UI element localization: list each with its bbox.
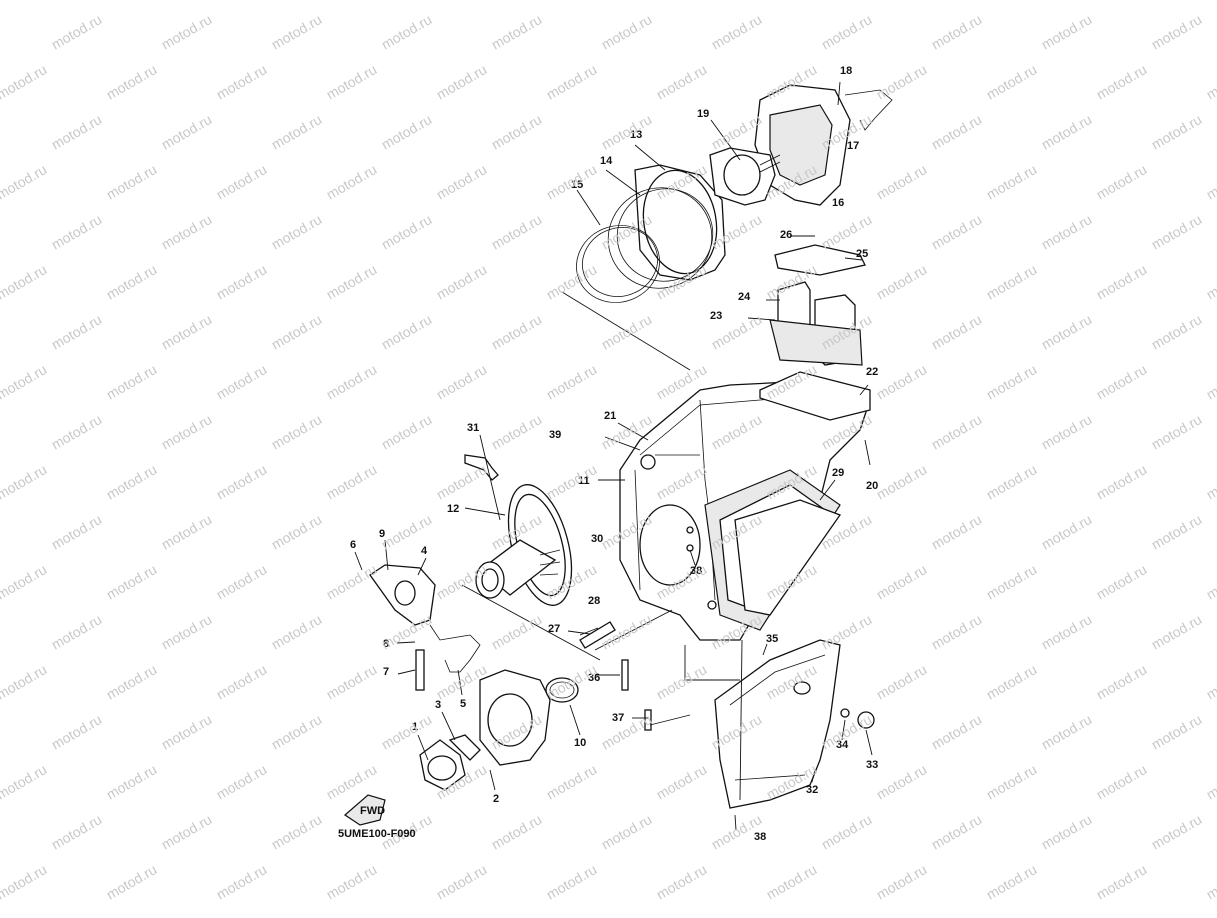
callout-30: 30: [591, 533, 603, 545]
filter-guide-rings: [566, 165, 726, 315]
fwd-arrow: FWD: [345, 795, 385, 825]
callout-21: 21: [604, 410, 616, 422]
callout-35: 35: [766, 633, 778, 645]
callout-39: 39: [549, 429, 561, 441]
air-filter-element: [710, 85, 892, 205]
damper-assembly: [760, 245, 870, 420]
callout-2: 2: [493, 793, 499, 805]
callout-10: 10: [574, 737, 586, 749]
callout-31: 31: [467, 422, 479, 434]
callout-13: 13: [630, 129, 642, 141]
callout-37: 37: [612, 712, 624, 724]
callout-23: 23: [710, 310, 722, 322]
callout-11: 11: [578, 475, 590, 487]
callout-9: 9: [379, 528, 385, 540]
callout-24: 24: [738, 291, 751, 303]
breather-hose: [465, 455, 498, 480]
callout-17: 17: [847, 140, 859, 152]
callout-27: 27: [548, 623, 560, 635]
callout-14: 14: [600, 155, 613, 167]
air-box-seal: [735, 500, 840, 615]
callout-1: 1: [412, 721, 418, 733]
callout-22: 22: [866, 366, 878, 378]
callout-34: 34: [836, 739, 849, 751]
callout-12: 12: [447, 503, 459, 515]
callout-32: 32: [806, 784, 818, 796]
callout-18: 18: [840, 65, 852, 77]
callout-4: 4: [421, 545, 428, 557]
callout-7: 7: [383, 666, 389, 678]
callout-20: 20: [866, 480, 878, 492]
intake-duct: [476, 478, 583, 612]
callout-15: 15: [571, 179, 583, 191]
carburetor-joint-group: [370, 565, 651, 790]
callout-29: 29: [832, 467, 844, 479]
callout-5: 5: [460, 698, 466, 710]
fwd-label: FWD: [360, 805, 385, 817]
callout-33: 33: [866, 759, 878, 771]
callout-26: 26: [780, 229, 792, 241]
callout-36: 36: [588, 672, 600, 684]
callout-3: 3: [435, 699, 441, 711]
side-cover: [715, 640, 874, 808]
callout-28: 28: [588, 595, 600, 607]
callout-8: 8: [383, 638, 389, 650]
callout-19: 19: [697, 108, 709, 120]
diagram-code: 5UME100-F090: [338, 828, 416, 840]
callout-25: 25: [856, 248, 868, 260]
callout-6: 6: [350, 539, 356, 551]
callout-16: 16: [832, 197, 844, 209]
callout-38b: 38: [754, 831, 766, 843]
callout-38a: 38: [690, 565, 702, 577]
